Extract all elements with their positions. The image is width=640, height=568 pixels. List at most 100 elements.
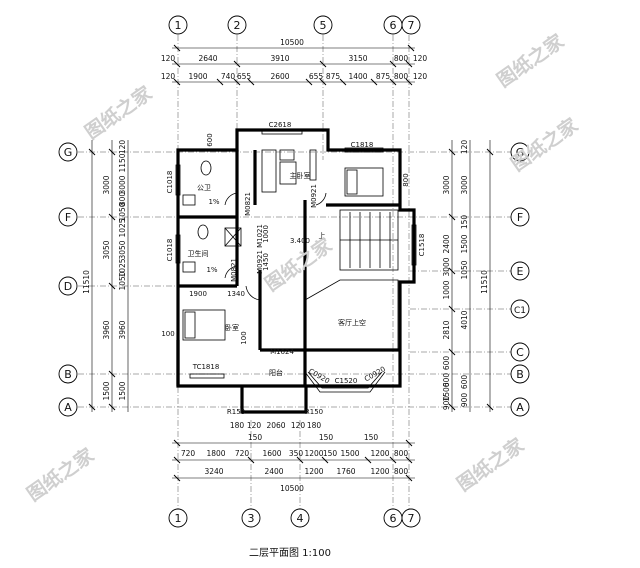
fixtures xyxy=(175,129,417,393)
dimension-text: 120 xyxy=(413,72,428,81)
room-name-balcony: 阳台 xyxy=(269,368,283,377)
dimension-text: 3000 xyxy=(102,175,111,194)
axis-label: F xyxy=(65,211,71,224)
dimension-text: 1150 xyxy=(118,153,127,172)
window-label: C1518 xyxy=(418,234,426,257)
dimension-tick xyxy=(233,78,241,86)
dimension-text: 1900 xyxy=(189,290,207,298)
window-mark xyxy=(189,373,225,379)
bay-window-inner xyxy=(307,371,383,389)
dimension-text: 4010 xyxy=(460,310,469,329)
dimension-tick xyxy=(405,78,413,86)
dimension-text: 1000 xyxy=(442,280,451,299)
dimension-text: 2640 xyxy=(198,54,217,63)
dimension-tick xyxy=(296,456,304,464)
window-mark xyxy=(175,164,181,196)
dimension-text: 1760 xyxy=(336,467,355,476)
dimension-text: 3960 xyxy=(118,320,127,339)
dimension-tick xyxy=(247,78,255,86)
door-label: M1021 xyxy=(256,224,264,248)
balcony-wall xyxy=(240,386,308,414)
dimension-text: 120 xyxy=(460,140,469,155)
bottom-dimensions: 180 120 2060 120 180 150 150 150 720 180… xyxy=(172,421,415,493)
axis-bubble xyxy=(510,342,530,362)
axis-label: D xyxy=(64,280,72,293)
bed-icon xyxy=(182,309,226,341)
dimension-text: 1340 xyxy=(227,290,245,298)
shaft-box xyxy=(224,227,242,247)
toilet-icon xyxy=(200,160,212,176)
dimension-tick xyxy=(108,403,116,411)
dimension-tick xyxy=(364,456,372,464)
dimension-tick xyxy=(319,60,327,68)
door-label: M0821 xyxy=(244,192,252,216)
dimension-text: 1500 xyxy=(102,381,111,400)
dimension-text: 1400 xyxy=(348,72,367,81)
dimension-tick xyxy=(173,439,181,447)
dimension-text: 1450 xyxy=(262,253,270,271)
slope-label: 1% xyxy=(208,198,219,206)
dimension-text: 600 xyxy=(442,373,451,388)
axis-label: 7 xyxy=(408,19,415,32)
top-dimensions: 10500 120 2640 3910 3150 800 120 120 190… xyxy=(161,38,428,86)
dimension-tick xyxy=(173,474,181,482)
dimension-tick xyxy=(370,78,378,86)
room-name-wc: 卫生间 xyxy=(188,249,209,258)
dimension-text: 3050 xyxy=(118,240,127,259)
dimension-text: 2060 xyxy=(266,421,285,430)
dimension-tick xyxy=(389,456,397,464)
axis-bubble xyxy=(168,508,188,528)
dimension-tick xyxy=(405,474,413,482)
dimension-tick xyxy=(233,60,241,68)
room-name-hall-void: 客厅上空 xyxy=(338,318,366,327)
dimension-text: 2400 xyxy=(442,234,451,253)
dimension-text: 1800 xyxy=(206,449,225,458)
dimension-text: 120 xyxy=(161,54,176,63)
axis-label: 6 xyxy=(390,19,397,32)
dimension-tick xyxy=(88,403,96,411)
bay-window xyxy=(304,371,386,393)
axis-label: 1 xyxy=(175,19,182,32)
dimension-tick xyxy=(448,348,456,356)
dimension-text: 3960 xyxy=(102,320,111,339)
axis-bubble xyxy=(227,15,247,35)
dimension-text: 1900 xyxy=(188,72,207,81)
sink-icon xyxy=(182,261,196,273)
axis-label: B xyxy=(64,368,72,381)
bed-icon xyxy=(344,167,384,197)
axis-bubble xyxy=(510,299,530,319)
dimension-tick xyxy=(173,60,181,68)
dimension-text: 150 xyxy=(460,215,469,230)
dimension-tick xyxy=(407,44,415,52)
axis-label: E xyxy=(517,265,524,278)
room-name-master-bedroom: 主卧室 xyxy=(290,171,311,180)
dimension-tick xyxy=(216,78,224,86)
axis-label: G xyxy=(516,146,525,159)
dimension-text: 1025 xyxy=(118,218,127,237)
dimension-tick xyxy=(389,60,397,68)
radius-label: R150 xyxy=(227,408,245,416)
drawing-caption: 二层平面图 1:100 xyxy=(249,547,331,559)
axis-label: 7 xyxy=(408,512,415,525)
dimension-tick xyxy=(321,456,329,464)
dimension-text: 1200 xyxy=(370,467,389,476)
sofa-icon xyxy=(261,149,277,193)
axis-label: B xyxy=(516,368,524,381)
dimension-text: 3910 xyxy=(270,54,289,63)
dimension-text: 655 xyxy=(237,72,252,81)
dimension-text: 1500 xyxy=(460,234,469,253)
toilet-icon xyxy=(197,224,209,240)
dimension-text: 1500 xyxy=(442,382,451,401)
dimension-text: 120 xyxy=(118,140,127,155)
axis-bubble xyxy=(510,142,530,162)
dimension-text: 875 xyxy=(326,72,341,81)
room-name-bathroom: 公卫 xyxy=(197,184,211,192)
void-outline xyxy=(304,279,399,351)
floor-level: 3.400 xyxy=(290,237,310,245)
dimension-text: 800 xyxy=(394,467,409,476)
dimension-text: 3000 xyxy=(460,175,469,194)
dimension-text: 150 xyxy=(364,433,379,442)
top-axis-bubbles: 1 2 5 6 7 xyxy=(168,15,421,35)
dimension-text: 150 xyxy=(319,433,334,442)
dimension-text: 1200 xyxy=(304,449,323,458)
